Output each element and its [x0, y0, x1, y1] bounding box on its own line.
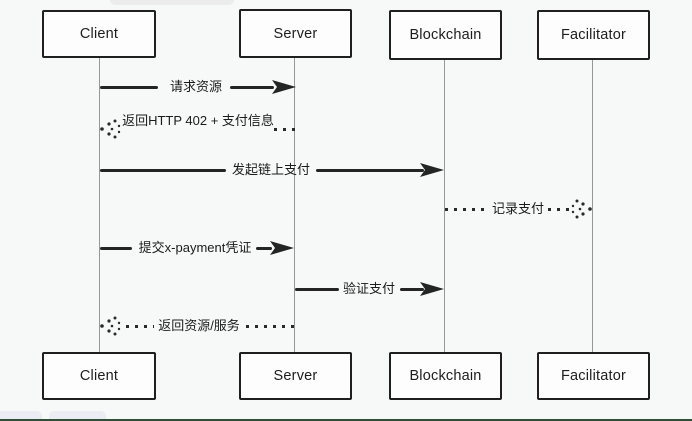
message-line [256, 247, 272, 250]
actor-label: Client [79, 26, 119, 42]
actor-label: Facilitator [560, 368, 627, 384]
lifeline-facilitator [592, 59, 593, 353]
message-line [316, 169, 424, 172]
sketch-arrowhead-left-icon [100, 316, 121, 336]
actor-label: Blockchain [409, 368, 482, 384]
message-line [246, 325, 295, 328]
message-line [400, 288, 424, 291]
actor-facilitator-bottom: Facilitator [537, 352, 650, 400]
arrowhead-right-icon [270, 241, 294, 255]
actor-label: Client [79, 368, 119, 384]
message-line [100, 169, 226, 172]
arrowhead-right-icon [420, 282, 444, 296]
actor-client-bottom: Client [42, 352, 156, 400]
actor-label: Server [273, 25, 318, 42]
top-ui-remnant [110, 0, 234, 5]
actor-label: Blockchain [409, 27, 482, 43]
lifeline-blockchain [444, 59, 445, 353]
actor-label: Facilitator [560, 27, 627, 43]
actor-blockchain-bottom: Blockchain [389, 352, 502, 400]
arrowhead-right-icon [272, 80, 296, 94]
message-line [548, 208, 570, 211]
actor-blockchain-top: Blockchain [389, 10, 502, 60]
actor-facilitator-top: Facilitator [537, 10, 650, 60]
sketch-arrowhead-left-icon [100, 119, 121, 139]
message-line [126, 325, 154, 328]
message-label: 返回资源/服务 [158, 318, 240, 333]
actor-server-bottom: Server [239, 352, 352, 400]
sketch-arrowhead-right-icon [571, 199, 592, 219]
message-line [274, 128, 295, 131]
arrowhead-right-icon [420, 163, 444, 177]
lifeline-client [99, 57, 100, 353]
message-label: 返回HTTP 402 + 支付信息 [122, 113, 274, 128]
message-label: 提交x-payment凭证 [138, 240, 252, 255]
actor-label: Server [273, 368, 318, 384]
lifeline-server [294, 57, 295, 353]
message-label: 发起链上支付 [231, 162, 311, 177]
bottom-left-chip [49, 411, 106, 421]
message-line [295, 288, 339, 291]
actor-server-top: Server [239, 9, 352, 58]
message-label: 验证支付 [342, 281, 396, 296]
message-line [230, 86, 274, 89]
message-label: 记录支付 [491, 201, 545, 216]
message-line [100, 86, 158, 89]
bottom-progress-bar [0, 419, 692, 421]
message-line [445, 208, 488, 211]
bottom-left-chip [0, 411, 42, 421]
message-label: 请求资源 [169, 79, 223, 94]
message-line [100, 247, 132, 250]
actor-client-top: Client [42, 10, 156, 58]
